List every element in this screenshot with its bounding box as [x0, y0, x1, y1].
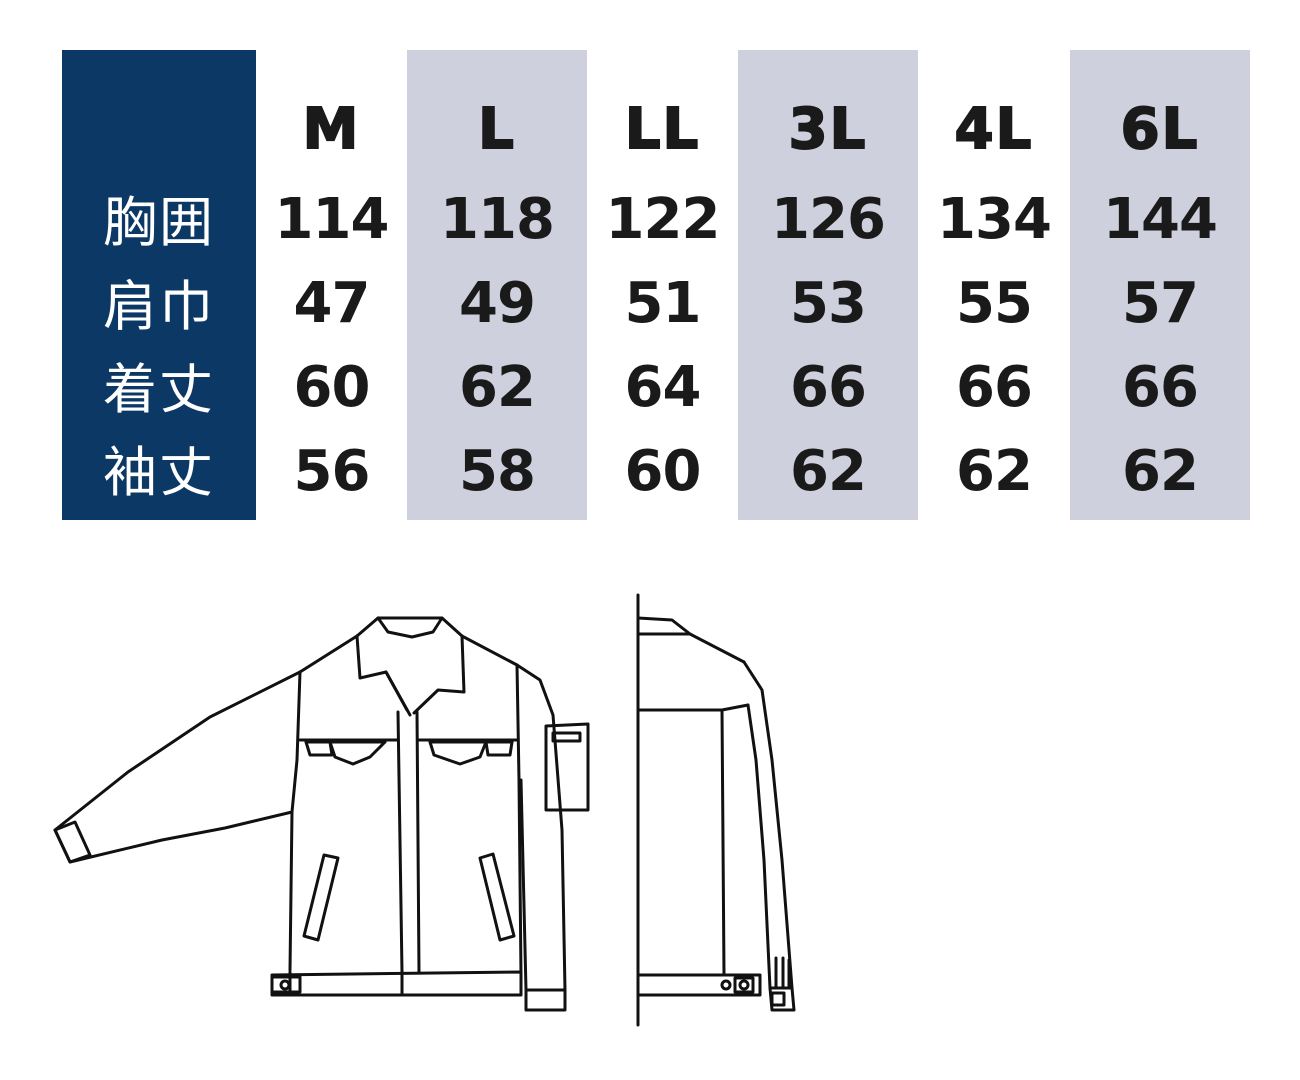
shoulder-value: 55 — [956, 271, 1033, 336]
size-column-4l: 4L 134 55 66 62 — [918, 50, 1070, 520]
jacket-side-outline-icon — [636, 593, 796, 1027]
size-header: L — [477, 97, 516, 162]
size-column-3l: 3L 126 53 66 62 — [738, 50, 918, 520]
row-label-column: 胸囲 肩巾 着丈 袖丈 — [62, 50, 256, 520]
length-value: 66 — [956, 355, 1033, 420]
row-label-sleeve: 袖丈 — [103, 441, 215, 504]
size-header: 3L — [788, 97, 868, 162]
shoulder-value: 53 — [790, 271, 867, 336]
sleeve-value: 58 — [459, 439, 536, 504]
row-label-shoulder: 肩巾 — [103, 275, 215, 338]
chest-value: 122 — [605, 187, 721, 252]
chest-value: 118 — [440, 187, 555, 252]
size-column-ll: LL 122 51 64 60 — [587, 50, 738, 520]
size-header: 4L — [954, 97, 1034, 162]
length-value: 66 — [1122, 355, 1199, 420]
size-header: M — [302, 97, 361, 162]
shoulder-value: 51 — [624, 271, 702, 336]
sleeve-value: 62 — [956, 439, 1033, 504]
sleeve-value: 62 — [1122, 439, 1199, 504]
size-column-6l: 6L 144 57 66 62 — [1070, 50, 1250, 520]
row-label-chest: 胸囲 — [103, 191, 215, 254]
size-chart-table: 胸囲 肩巾 着丈 袖丈 M 114 47 60 56 L 118 49 62 5… — [62, 50, 1250, 520]
row-label-length: 着丈 — [103, 358, 215, 421]
sleeve-value: 60 — [624, 439, 702, 504]
sleeve-value: 62 — [790, 439, 867, 504]
size-column-m: M 114 47 60 56 — [256, 50, 407, 520]
chest-value: 114 — [274, 187, 390, 252]
size-header: 6L — [1120, 97, 1200, 162]
length-value: 62 — [459, 355, 536, 420]
size-header: LL — [624, 97, 701, 162]
chest-value: 126 — [771, 187, 886, 252]
shoulder-value: 49 — [459, 271, 536, 336]
jacket-front-outline-icon — [53, 616, 590, 1012]
jacket-illustration — [53, 593, 796, 1027]
chest-value: 144 — [1103, 187, 1218, 252]
sleeve-value: 56 — [293, 439, 371, 504]
shoulder-value: 57 — [1122, 271, 1199, 336]
length-value: 64 — [624, 355, 702, 420]
chest-value: 134 — [937, 187, 1052, 252]
length-value: 60 — [293, 355, 371, 420]
length-value: 66 — [790, 355, 867, 420]
shoulder-value: 47 — [293, 271, 371, 336]
size-column-l: L 118 49 62 58 — [407, 50, 587, 520]
